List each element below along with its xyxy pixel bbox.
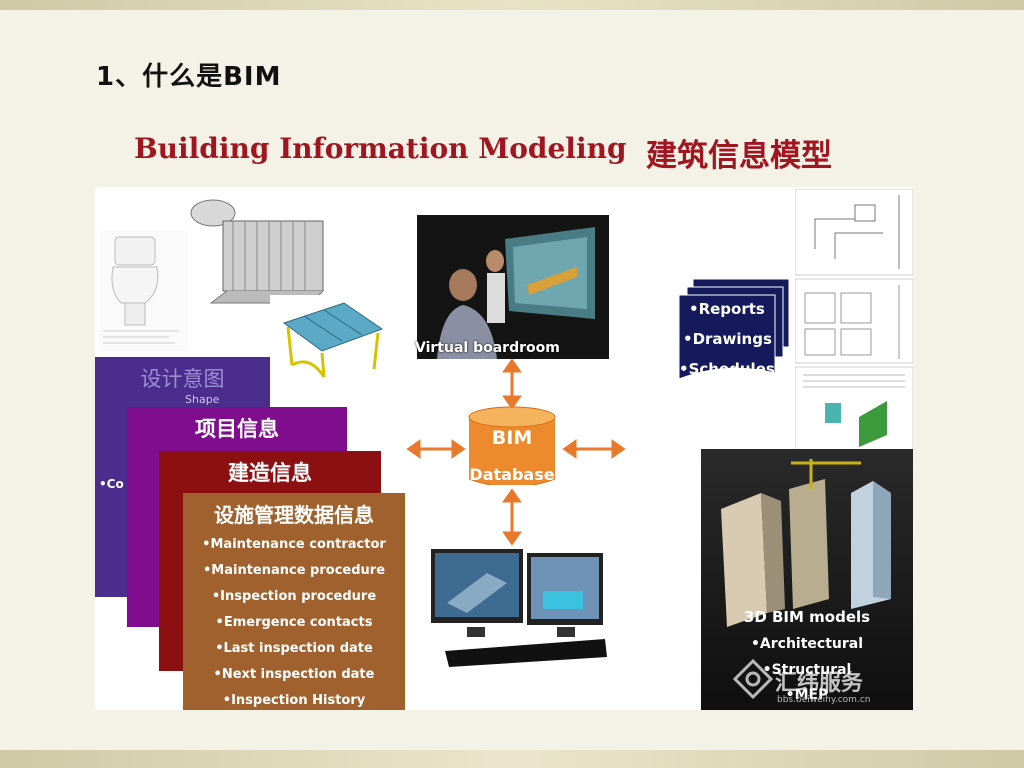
toilet-fixture-image bbox=[99, 231, 189, 351]
reports-item: •Schedules bbox=[679, 360, 775, 378]
card-facility-info: 设施管理数据信息 •Maintenance contractor •Mainte… bbox=[183, 493, 405, 710]
reports-item: •Reports bbox=[689, 300, 765, 318]
bim-database-label-2: Database bbox=[469, 465, 555, 484]
3d-models-title: 3D BIM models bbox=[743, 608, 871, 626]
card-design-intent-item: •Co bbox=[99, 477, 124, 491]
title-chinese: 建筑信息模型 bbox=[646, 138, 832, 174]
facility-item: •Inspection History bbox=[222, 693, 366, 708]
watermark-logo-icon bbox=[733, 659, 773, 699]
card-construction-info-title: 建造信息 bbox=[228, 461, 312, 485]
watermark-url: bbs.beiweihy.com.cn bbox=[777, 695, 871, 705]
reports-item: •Drawings bbox=[683, 330, 772, 348]
virtual-boardroom-photo bbox=[417, 215, 609, 359]
3d-models-item: •Structural bbox=[762, 662, 852, 678]
virtual-boardroom-label: Virtual boardroom bbox=[415, 340, 560, 356]
facility-item: •Maintenance contractor bbox=[202, 537, 386, 552]
title-english: Building Information Modeling bbox=[134, 132, 627, 165]
bottom-decorative-bar bbox=[0, 750, 1024, 768]
card-facility-info-title: 设施管理数据信息 bbox=[214, 503, 374, 527]
bim-database-label-1: BIM bbox=[491, 427, 533, 449]
facility-item: •Inspection procedure bbox=[211, 589, 377, 604]
top-decorative-bar bbox=[0, 0, 1024, 10]
3d-models-item: •Architectural bbox=[750, 636, 864, 652]
canopy-model-image bbox=[270, 295, 390, 381]
card-design-intent-title: 设计意图 bbox=[140, 367, 225, 391]
reports-stack bbox=[678, 278, 790, 380]
connection-arrows bbox=[406, 358, 626, 546]
3d-bim-models-panel bbox=[701, 449, 913, 710]
facility-item: •Emergence contacts bbox=[215, 615, 373, 630]
card-project-info-title: 项目信息 bbox=[195, 417, 279, 441]
computer-monitors-image bbox=[431, 549, 607, 667]
drawing-sheets bbox=[795, 189, 913, 451]
slide-heading: 1、什么是BIM bbox=[96, 62, 282, 92]
3d-models-item: •MEP bbox=[785, 687, 829, 703]
watermark-text: 汇纬服务 bbox=[775, 671, 864, 696]
bim-database-icon bbox=[468, 406, 556, 485]
facility-item: •Maintenance procedure bbox=[202, 563, 386, 578]
bim-diagram-panel: 设计意图 Shape •Co 项目信息 建造信息 设施管理数据信息 •Maint… bbox=[95, 187, 913, 710]
facility-item: •Last inspection date bbox=[215, 641, 373, 656]
facility-item: •Next inspection date bbox=[213, 667, 375, 682]
card-design-intent-shape: Shape bbox=[185, 393, 220, 406]
